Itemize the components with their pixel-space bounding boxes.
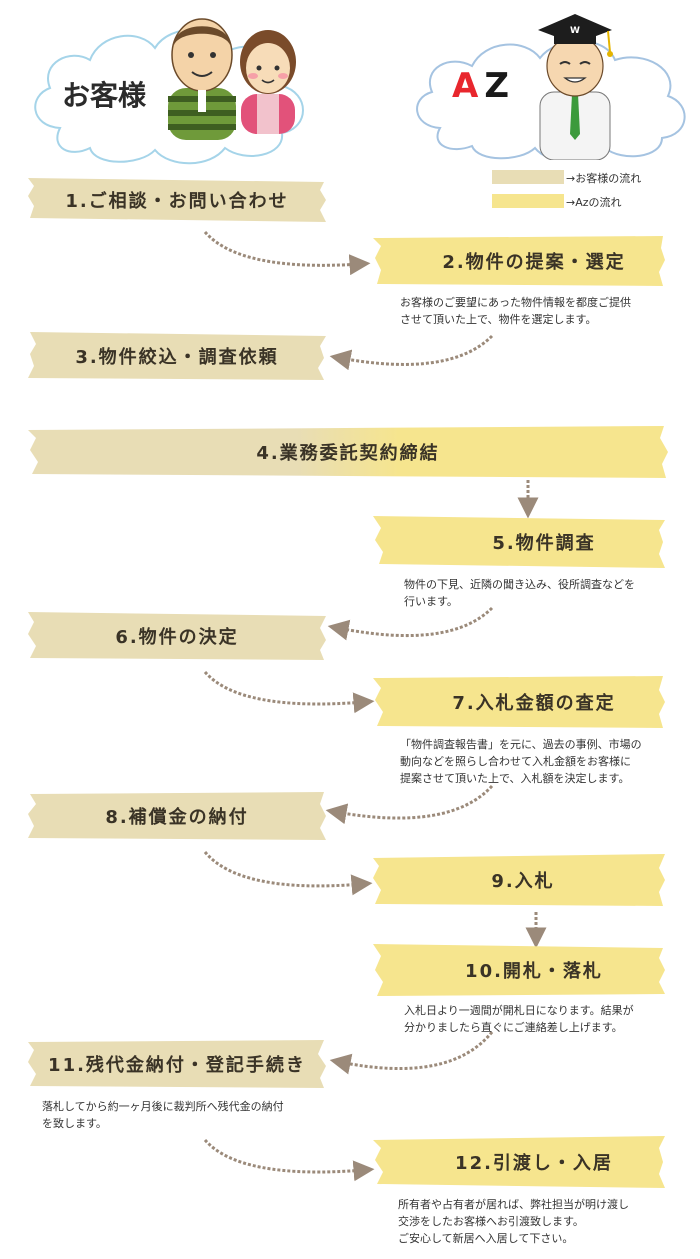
step-4-label: 4.業務委託契約締結 (256, 443, 440, 464)
mother-illustration (233, 22, 303, 134)
step-2-desc-line: させて頂いた上で、物件を選定します。 (400, 313, 597, 326)
step-3-label: 3.物件絞込・調査依頼 (75, 347, 279, 368)
step-1-tape: 1.ご相談・お問い合わせ (28, 176, 326, 224)
hat-letter: W (570, 26, 580, 36)
step-7-desc-line: 提案させて頂いた上で、入札額を決定します。 (400, 772, 630, 785)
arrow-7-to-8 (325, 784, 494, 825)
step-10-desc: 入札日より一週間が開札日になります。結果が 分かりましたら直ぐにご連絡差し上げま… (404, 1002, 634, 1036)
step-4-tape: 4.業務委託契約締結 (28, 426, 668, 478)
father-illustration (162, 10, 242, 140)
arrow-1-to-2 (203, 231, 371, 276)
step-9-label: 9.入札 (491, 871, 555, 892)
step-9-tape: 9.入札 (373, 854, 665, 906)
step-10-tape: 10.開札・落札 (373, 944, 665, 996)
step-11-desc-line: 落札してから約一ヶ月後に裁判所へ残代金の納付 (42, 1100, 284, 1113)
step-11-tape: 11.残代金納付・登記手続き (28, 1040, 326, 1088)
step-1-label: 1.ご相談・お問い合わせ (65, 191, 289, 212)
legend-az-label: →Azの流れ (566, 196, 622, 209)
arrow-10-to-11 (329, 1031, 494, 1075)
step-12-label: 12.引渡し・入居 (455, 1153, 613, 1174)
arrow-8-to-9 (203, 851, 373, 896)
az-logo-z: Z (484, 66, 509, 106)
step-12-tape: 12.引渡し・入居 (373, 1136, 665, 1188)
step-2-desc: お客様のご要望にあった物件情報を都度ご提供 させて頂いた上で、物件を選定します。 (400, 294, 631, 328)
step-12-desc-line: 交渉をしたお客様へお引渡致します。 (398, 1215, 584, 1228)
step-3-tape: 3.物件絞込・調査依頼 (28, 332, 326, 380)
step-5-tape: 5.物件調査 (373, 516, 665, 568)
step-10-label: 10.開札・落札 (465, 961, 603, 982)
arrow-5-to-6 (327, 606, 494, 641)
legend-customer-label: →お客様の流れ (566, 172, 642, 185)
customer-label: お客様 (62, 79, 147, 112)
step-2-tape: 2.物件の提案・選定 (373, 236, 665, 286)
step-8-tape: 8.補償金の納付 (28, 792, 326, 840)
step-12-desc-line: ご安心して新居へ入居して下さい。 (398, 1232, 574, 1245)
step-7-label: 7.入札金額の査定 (452, 693, 616, 714)
az-staff-illustration: W (530, 4, 620, 161)
step-2-desc-line: お客様のご要望にあった物件情報を都度ご提供 (400, 296, 631, 309)
step-11-desc-line: を致します。 (42, 1117, 107, 1130)
step-2-label: 2.物件の提案・選定 (442, 252, 626, 273)
legend-az-swatch (492, 194, 564, 208)
step-11-desc: 落札してから約一ヶ月後に裁判所へ残代金の納付 を致します。 (42, 1098, 284, 1132)
step-10-desc-line: 分かりましたら直ぐにご連絡差し上げます。 (404, 1021, 623, 1034)
step-7-tape: 7.入札金額の査定 (373, 676, 665, 728)
step-11-label: 11.残代金納付・登記手続き (48, 1055, 306, 1076)
step-8-label: 8.補償金の納付 (105, 807, 249, 828)
step-6-label: 6.物件の決定 (115, 627, 239, 648)
arrow-2-to-3 (329, 334, 494, 371)
step-5-label: 5.物件調査 (492, 533, 596, 554)
arrow-6-to-7 (203, 671, 375, 714)
step-6-tape: 6.物件の決定 (28, 612, 326, 660)
step-7-desc-line: 「物件調査報告書」を元に、過去の事例、市場の (400, 738, 642, 751)
step-7-desc-line: 動向などを照らし合わせて入札金額をお客様に (400, 755, 631, 768)
step-5-desc-line: 物件の下見、近隣の聞き込み、役所調査などを (404, 578, 635, 591)
step-5-desc-line: 行います。 (404, 595, 458, 608)
legend-customer-swatch (492, 170, 564, 184)
step-12-desc: 所有者や占有者が居れば、弊社担当が明け渡し 交渉をしたお客様へお引渡致します。 … (398, 1196, 629, 1247)
step-12-desc-line: 所有者や占有者が居れば、弊社担当が明け渡し (398, 1198, 629, 1211)
step-10-desc-line: 入札日より一週間が開札日になります。結果が (404, 1004, 634, 1017)
arrow-11-to-12 (203, 1139, 375, 1182)
step-5-desc: 物件の下見、近隣の聞き込み、役所調査などを 行います。 (404, 576, 635, 610)
az-logo-a: A (452, 66, 479, 106)
step-7-desc: 「物件調査報告書」を元に、過去の事例、市場の 動向などを照らし合わせて入札金額を… (400, 736, 642, 787)
